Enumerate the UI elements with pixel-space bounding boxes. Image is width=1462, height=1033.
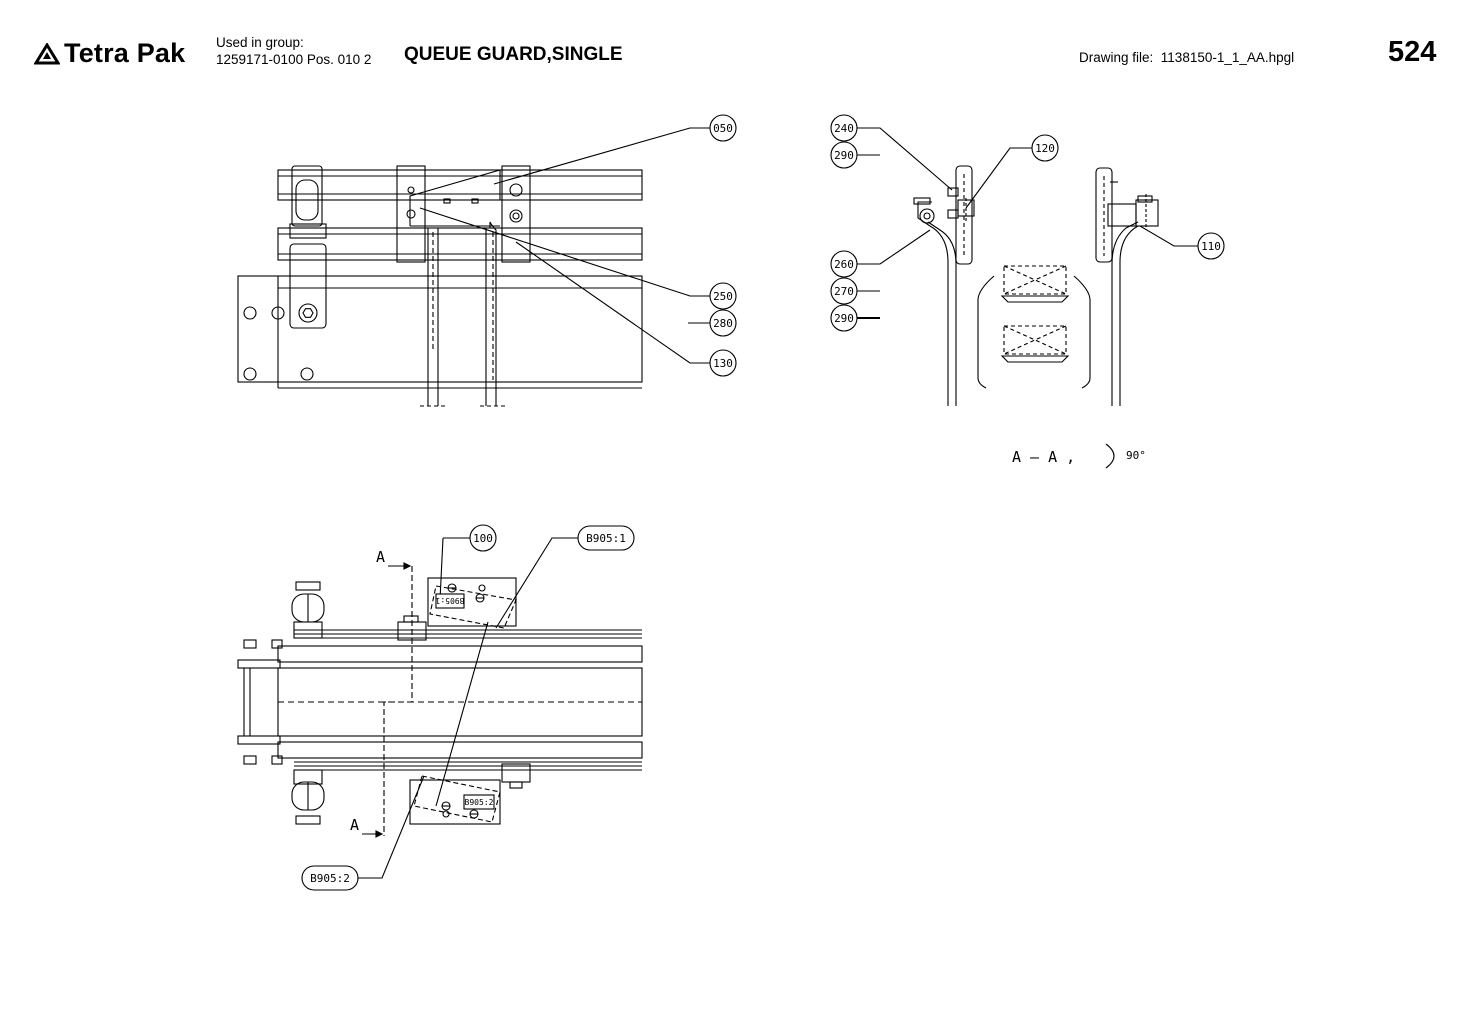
callout-260: 260 <box>834 258 854 271</box>
group-label: Used in group: <box>216 35 304 50</box>
rotation-label: 90° <box>1126 449 1146 462</box>
callout-050: 050 <box>713 122 733 135</box>
group-info: Used in group: 1259171-0100 Pos. 010 2 <box>216 34 371 68</box>
callout-b905-1: B905:1 <box>586 532 626 545</box>
top-view <box>237 537 643 879</box>
section-marker-a-top: A <box>376 548 385 566</box>
callout-280: 280 <box>713 317 733 330</box>
drawing-file-value: 1138150-1_1_AA.hpgl <box>1160 50 1295 65</box>
brand-name: Tetra Pak <box>64 38 186 68</box>
section-view <box>857 127 1198 469</box>
title-block: Tetra Pak Used in group: 1259171-0100 Po… <box>0 0 1462 90</box>
section-title: A – A , <box>1012 448 1075 466</box>
callout-270: 270 <box>834 285 854 298</box>
callout-130: 130 <box>713 357 733 370</box>
callout-b905-2: B905:2 <box>310 872 350 885</box>
drawing-file-label: Drawing file: <box>1079 50 1154 65</box>
callout-250: 250 <box>713 290 733 303</box>
callout-290-bottom: 290 <box>834 312 854 325</box>
callout-110: 110 <box>1201 240 1221 253</box>
page-number: 524 <box>1388 36 1437 68</box>
callout-240: 240 <box>834 122 854 135</box>
drawing-file: Drawing file: 1138150-1_1_AA.hpgl <box>1079 50 1294 65</box>
tetra-pak-triangle-icon <box>34 42 60 64</box>
callout-100: 100 <box>473 532 493 545</box>
side-view <box>237 127 710 407</box>
brand-logo: Tetra Pak <box>34 38 185 69</box>
group-value: 1259171-0100 Pos. 010 2 <box>216 52 372 67</box>
callout-120: 120 <box>1035 142 1055 155</box>
section-marker-a-bottom: A <box>350 816 359 834</box>
sensor-tag-b905-2: B905:2 <box>465 798 494 807</box>
callout-290-top: 290 <box>834 149 854 162</box>
sensor-tag-b905-1: B905:1 <box>435 596 464 605</box>
page-title: QUEUE GUARD,SINGLE <box>404 44 623 65</box>
